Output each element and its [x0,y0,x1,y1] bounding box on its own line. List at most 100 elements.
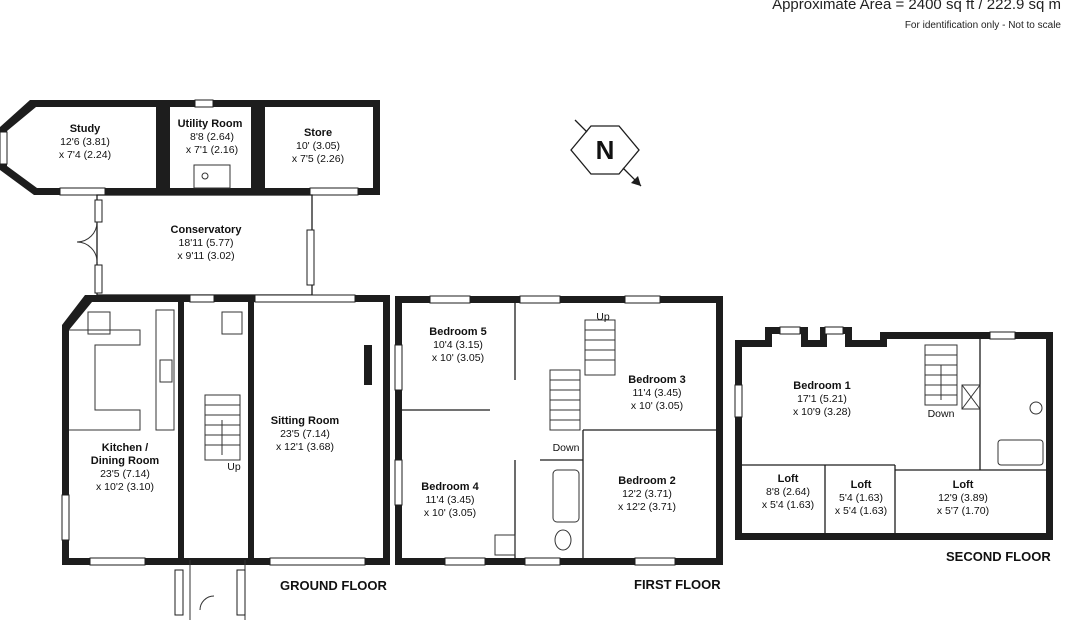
wc-icon [221,311,243,335]
toilet-icon [554,529,572,551]
bed5-window [429,295,471,304]
sitting-window-rear [254,294,356,303]
first-stairs-up: Up [596,311,610,323]
hall-window [189,294,215,303]
first-stairs-down: Down [553,442,580,454]
bed4-dim2: x 10' (3.05) [424,507,476,519]
bath-window [524,557,561,566]
bed4-window [444,557,486,566]
bed3-dim2: x 10' (3.05) [631,400,683,412]
compass-label: N [596,135,615,165]
kitchen-divider-wall [178,300,184,560]
first-floor-label: FIRST FLOOR [634,577,721,592]
second-stairs-down: Down [928,408,955,420]
store-name: Store [304,127,332,139]
sitting-dim2: x 12'1 (3.68) [276,441,334,453]
loft1-dim2: x 5'4 (1.63) [762,499,814,511]
kitchen-counter [155,309,175,431]
second-floor-stairs [924,344,958,406]
bed4-dim1: 11'4 (3.45) [425,494,474,506]
ground-floor-label: GROUND FLOOR [280,578,387,593]
conservatory-dim1: 18'11 (5.77) [179,237,234,249]
loft1-name: Loft [778,473,799,485]
second-floor-plan [734,326,1053,540]
kitchen-window-side [61,494,70,541]
shower-window [989,331,1016,340]
kitchen-sink-icon [159,359,173,383]
utility-window [194,99,214,108]
conservatory-window-left-2 [94,264,103,294]
conservatory-window-left [94,199,103,223]
bed3-name: Bedroom 3 [628,374,685,386]
loft2-dim1: 5'4 (1.63) [839,492,883,504]
bed3-dim1: 11'4 (3.45) [632,387,681,399]
fireplace-icon [364,345,372,385]
landing-window [519,295,561,304]
boiler-icon [494,534,516,556]
kitchen-window-front [89,557,146,566]
porch-window-right [236,569,246,616]
loft3-dim2: x 5'7 (1.70) [937,505,989,517]
sitting-window-front [269,557,366,566]
kitchen-name-2: Dining Room [91,455,160,467]
study-window [59,187,106,196]
bed5-side-window [394,344,403,391]
basin-icon [1029,401,1043,415]
bed1-dim1: 17'1 (5.21) [797,393,847,405]
sitting-dim1: 23'5 (7.14) [280,428,330,440]
conservatory-window-right [306,229,315,286]
bed2-window [634,557,676,566]
bath-icon [552,469,580,523]
conservatory-dim2: x 9'11 (3.02) [177,250,234,262]
north-compass-icon: N [570,119,642,187]
ground-stairs-up: Up [227,461,241,473]
loft2-name: Loft [851,479,872,491]
bed2-name: Bedroom 2 [618,475,675,487]
bed2-dim1: 12'2 (3.71) [622,488,672,500]
second-bath-icon [997,439,1044,466]
disclaimer-note: For identification only - Not to scale [904,20,1061,31]
store-window [309,187,359,196]
bed1-window-2 [824,326,844,335]
roof-hatch-icon [961,384,981,410]
bed3-window [624,295,661,304]
approximate-area: Approximate Area = 2400 sq ft / 222.9 sq… [772,0,1061,13]
kitchen-dim2: x 10'2 (3.10) [96,481,154,493]
study-bay-window [0,131,8,165]
bed5-dim2: x 10' (3.05) [432,352,484,364]
bed1-side-window [734,384,743,418]
store-dim2: x 7'5 (2.26) [292,153,344,165]
study-name: Study [70,123,101,135]
study-dim1: 12'6 (3.81) [60,136,110,148]
study-dim2: x 7'4 (2.24) [59,149,111,161]
sink-drain-icon [201,172,209,180]
bed2-dim2: x 12'2 (3.71) [618,501,676,513]
hob-icon [87,311,111,335]
utility-dim2: x 7'1 (2.16) [186,144,238,156]
ground-floor-plan [0,99,390,620]
kitchen-name-1: Kitchen / [102,442,148,454]
bed4-side-window [394,459,403,506]
bed5-name: Bedroom 5 [429,326,486,338]
loft3-dim1: 12'9 (3.89) [938,492,988,504]
utility-name: Utility Room [178,118,243,130]
loft2-dim2: x 5'4 (1.63) [835,505,887,517]
store-dim1: 10' (3.05) [296,140,340,152]
kitchen-dim1: 23'5 (7.14) [100,468,150,480]
first-floor-plan [394,295,723,566]
conservatory-name: Conservatory [171,224,243,236]
bed5-dim1: 10'4 (3.15) [433,339,483,351]
utility-dim1: 8'8 (2.64) [190,131,234,143]
conservatory-door-swing [76,221,98,263]
kitchen-worktop [69,329,141,431]
bed1-name: Bedroom 1 [793,380,850,392]
loft1-dim1: 8'8 (2.64) [766,486,810,498]
first-floor-stairs [549,319,616,431]
second-floor-label: SECOND FLOOR [946,549,1051,564]
bed4-name: Bedroom 4 [421,481,479,493]
porch-window-left [174,569,184,616]
loft3-name: Loft [953,479,974,491]
sitting-divider-wall [248,300,254,560]
utility-sink [193,164,231,189]
